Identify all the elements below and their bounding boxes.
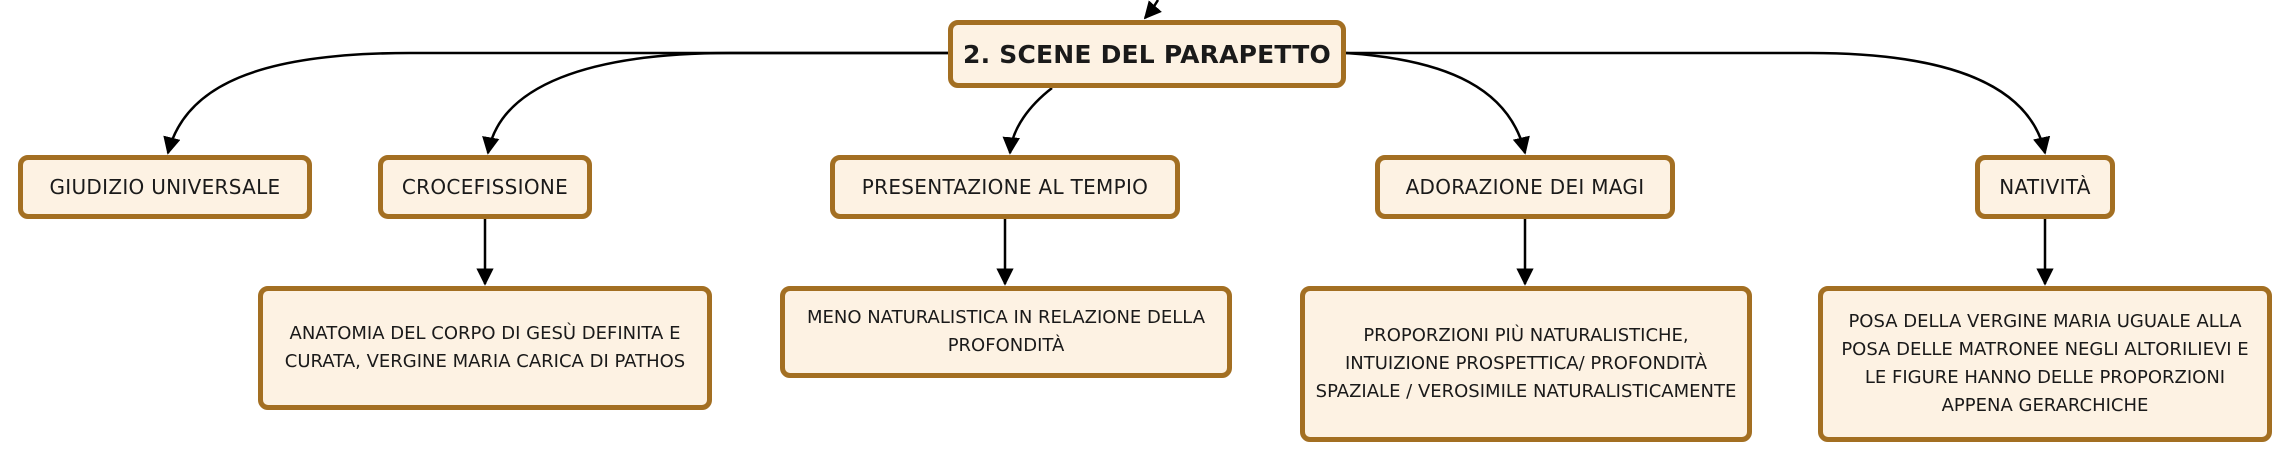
category-node-crocefissione: CROCEFISSIONE bbox=[378, 155, 592, 219]
category-node-nativita: NATIVITÀ bbox=[1975, 155, 2115, 219]
description-line: APPENA GERARCHICHE bbox=[1941, 395, 2149, 416]
category-node-adorazione-dei-magi: ADORAZIONE DEI MAGI bbox=[1375, 155, 1675, 219]
category-label: ADORAZIONE DEI MAGI bbox=[1405, 175, 1645, 199]
description-line: CURATA, VERGINE MARIA CARICA DI PATHOS bbox=[284, 351, 686, 372]
description-node-crocefissione: ANATOMIA DEL CORPO DI GESÙ DEFINITA E CU… bbox=[258, 286, 712, 410]
connector-root-presentazione bbox=[1002, 87, 1053, 155]
connector-root-giudizio bbox=[163, 51, 948, 155]
description-line: PROFONDITÀ bbox=[947, 335, 1065, 356]
incoming-connector bbox=[1143, 0, 1162, 20]
category-node-giudizio-universale: GIUDIZIO UNIVERSALE bbox=[18, 155, 312, 219]
description-line: POSA DELLE MATRONEE NEGLI ALTORILIEVI E bbox=[1841, 339, 2249, 360]
category-label: GIUDIZIO UNIVERSALE bbox=[49, 175, 281, 199]
connector-root-crocefissione bbox=[482, 51, 948, 155]
category-node-presentazione-al-tempio: PRESENTAZIONE AL TEMPIO bbox=[830, 155, 1180, 219]
description-line: MENO NATURALISTICA IN RELAZIONE DELLA bbox=[806, 307, 1206, 328]
root-node: 2. SCENE DEL PARAPETTO bbox=[948, 20, 1346, 88]
description-node-adorazione: PROPORZIONI PIÙ NATURALISTICHE, INTUIZIO… bbox=[1300, 286, 1752, 442]
connector-root-nativita bbox=[1346, 51, 2051, 155]
description-line: PROPORZIONI PIÙ NATURALISTICHE, bbox=[1363, 325, 1689, 346]
description-line: SPAZIALE / VEROSIMILE NATURALISTICAMENTE bbox=[1315, 381, 1737, 402]
description-line: POSA DELLA VERGINE MARIA UGUALE ALLA bbox=[1848, 311, 2242, 332]
category-label: NATIVITÀ bbox=[1999, 175, 2091, 199]
description-line: ANATOMIA DEL CORPO DI GESÙ DEFINITA E bbox=[289, 323, 681, 344]
category-label: CROCEFISSIONE bbox=[401, 175, 569, 199]
description-node-nativita: POSA DELLA VERGINE MARIA UGUALE ALLA POS… bbox=[1818, 286, 2272, 442]
description-node-presentazione: MENO NATURALISTICA IN RELAZIONE DELLA PR… bbox=[780, 286, 1232, 378]
category-label: PRESENTAZIONE AL TEMPIO bbox=[861, 175, 1149, 199]
root-label: 2. SCENE DEL PARAPETTO bbox=[963, 39, 1331, 69]
description-line: INTUIZIONE PROSPETTICA/ PROFONDITÀ bbox=[1344, 353, 1708, 374]
connector-root-adorazione bbox=[1345, 51, 1530, 155]
description-line: LE FIGURE HANNO DELLE PROPORZIONI bbox=[1864, 367, 2226, 388]
